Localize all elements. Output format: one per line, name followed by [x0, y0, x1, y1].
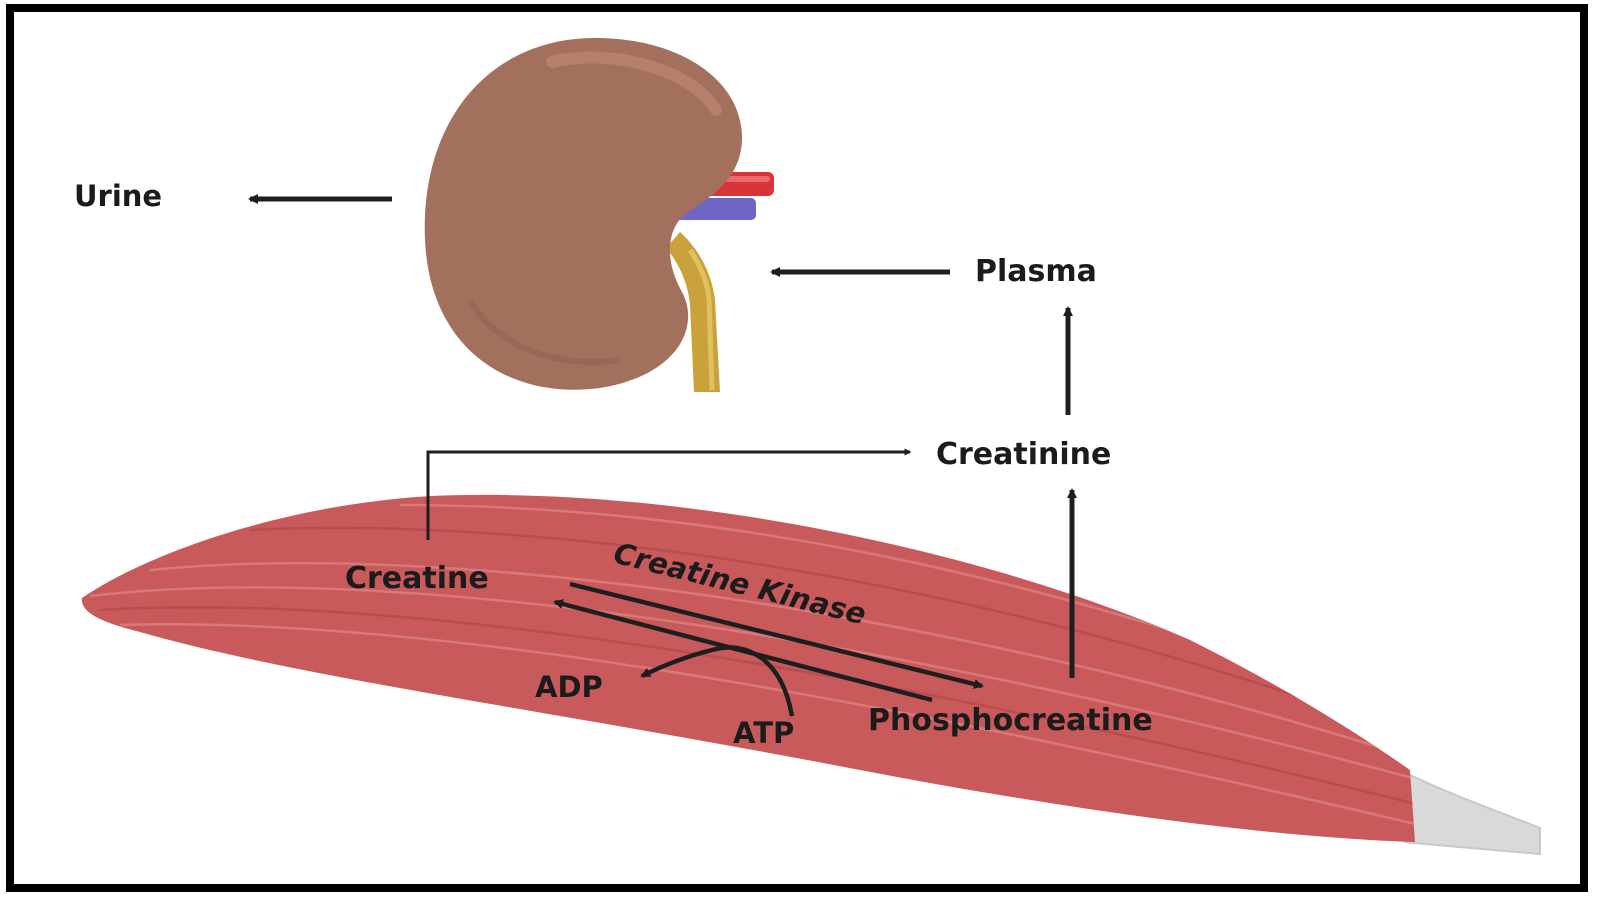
label-adp: ADP — [535, 670, 603, 704]
label-plasma: Plasma — [975, 254, 1097, 289]
arrow-creatine-to-creatinine — [426, 448, 912, 540]
kidney-icon — [424, 38, 774, 392]
label-phosphocreatine: Phosphocreatine — [868, 703, 1153, 738]
label-creatine: Creatine — [345, 561, 489, 596]
label-creatinine: Creatinine — [936, 437, 1111, 472]
muscle-icon — [81, 494, 1541, 856]
label-atp: ATP — [733, 716, 794, 750]
arrow-atp-to-adp — [640, 645, 795, 717]
arrow-creatine-to-phosphocreatine — [569, 581, 984, 689]
ureter-icon — [666, 232, 720, 392]
label-urine: Urine — [74, 179, 162, 213]
tendon-icon — [1398, 768, 1541, 856]
